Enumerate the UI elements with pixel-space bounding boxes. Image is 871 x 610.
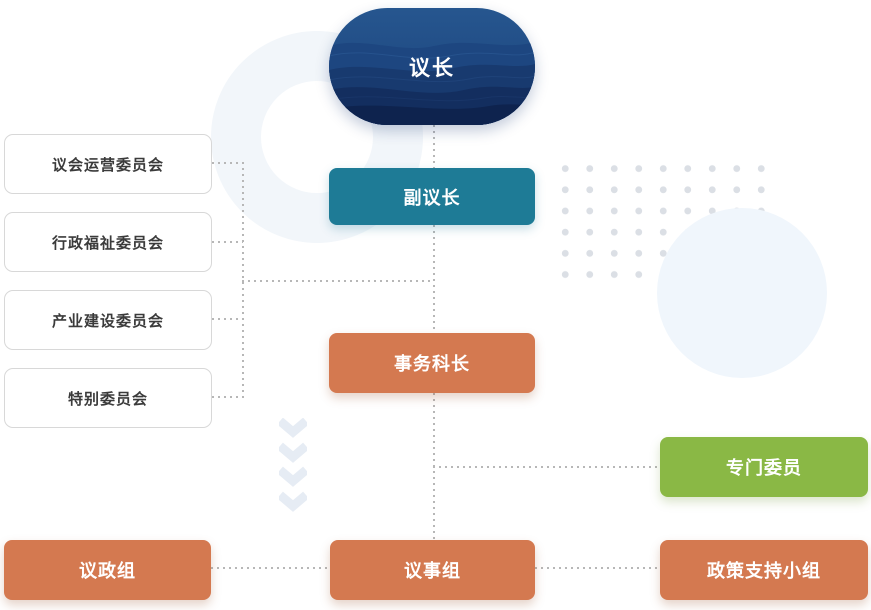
connector-line [433,125,435,168]
node-committee-industry: 产业建设委员会 [4,290,212,350]
node-special-member: 专门委员 [660,437,868,497]
connector-line [212,241,243,243]
node-chairman: 议长 [329,8,535,125]
node-vice-chairman-label: 副议长 [403,187,461,208]
node-committee-special: 特别委员会 [4,368,212,428]
node-committee-operations: 议会运营委员会 [4,134,212,194]
committee-label: 议会运营委员会 [51,156,164,174]
committee-label: 产业建设委员会 [51,312,164,330]
group-label: 议事组 [404,561,461,581]
node-affairs-chief-label: 事务科长 [394,354,470,374]
node-group-policy-support: 政策支持小组 [660,540,868,600]
node-vice-chairman: 副议长 [329,168,535,225]
node-affairs-chief: 事务科长 [329,333,535,393]
committee-label: 特别委员会 [67,390,148,408]
connector-line [212,318,243,320]
connector-line [433,466,660,468]
node-group-proceedings: 议事组 [330,540,535,600]
chevron-down-icons [279,418,307,518]
group-label: 议政组 [79,561,136,581]
committee-label: 行政福祉委员会 [51,234,164,252]
connector-line [212,396,243,398]
node-special-member-label: 专门委员 [726,458,802,478]
node-chairman-label: 议长 [409,56,455,80]
node-committee-welfare: 行政福祉委员会 [4,212,212,272]
chevron-down-icon [279,418,307,512]
node-group-politics: 议政组 [4,540,211,600]
connector-line [535,567,660,569]
group-label: 政策支持小组 [707,561,821,581]
connector-line [242,280,434,282]
circle-decoration [657,208,827,378]
connector-line [212,162,243,164]
connector-line [433,225,435,333]
wave-pattern [329,8,535,125]
connector-line [211,567,330,569]
